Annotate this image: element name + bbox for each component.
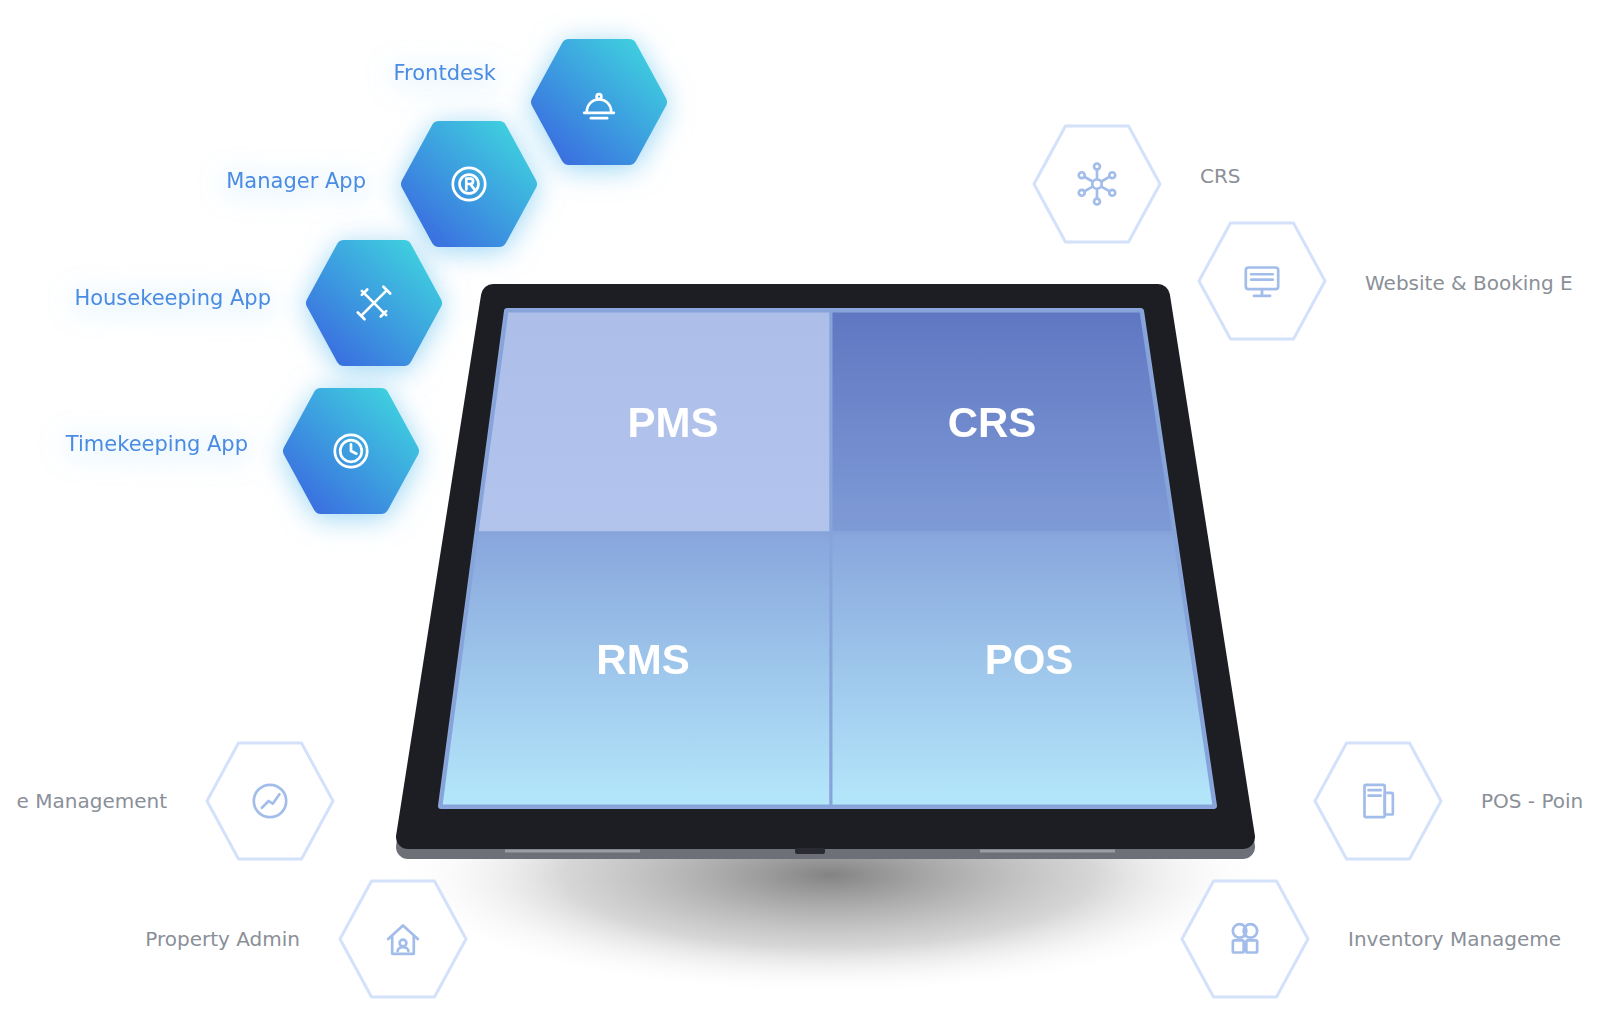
module-hexagon: CRS [1028,120,1166,248]
module-title: POS [985,636,1074,684]
hexagon-label: POS - Poin [1481,789,1583,813]
speaker-grille [980,850,1115,853]
icon-stroke [362,291,386,315]
icon-stroke [335,435,367,467]
hexagon-icon [572,75,626,129]
hexagon-icon [1070,157,1124,211]
hexagon-fill [409,129,529,239]
module-hexagon: POS - Poin [1309,737,1447,865]
app-hexagon: Timekeeping App [282,387,420,515]
module-title: RMS [596,636,689,684]
icon-stroke [1246,940,1257,952]
app-hexagon: Housekeeping App [305,239,443,367]
hexagon-icon [324,424,378,478]
hexagon-label: Website & Booking E [1365,271,1573,295]
icon-stroke [362,290,386,317]
module-hexagon: Website & Booking E [1193,217,1331,345]
hexagon-shape [1309,737,1447,865]
speaker-grille [505,850,640,853]
hexagon-fill [291,396,411,506]
icon-stroke [597,94,602,99]
icon-stroke [1096,170,1099,178]
icon-stroke [388,926,418,954]
hexagon-shape [1176,875,1314,1003]
icon-stroke [1096,190,1099,198]
app-hexagon: Frontdesk [530,38,668,166]
hexagon-outline [1315,743,1441,859]
tablet-frame [408,296,1243,837]
module-title: PMS [627,399,718,447]
screen-quadrant: RMS [441,533,831,806]
hexagon-icon [347,276,401,330]
screen-quadrant: PMS [477,311,831,533]
icon-stroke [1251,274,1273,296]
icon-stroke [460,175,479,194]
hexagon-outline [1199,223,1325,339]
hexagon-label: CRS [1200,164,1241,188]
quadrant-fill [477,311,831,533]
hexagon-label: Manager App [226,169,366,193]
icon-stroke [1365,785,1385,817]
icon-stroke [584,111,614,114]
icon-stroke [262,794,280,808]
quadrant-fill [441,533,831,806]
hexagon-fill [314,248,434,358]
icon-stroke [453,168,485,200]
icon-stroke [1369,790,1381,795]
icon-stroke [1092,179,1101,188]
hexagon-shape [530,38,668,166]
icon-stroke [1102,177,1109,181]
icon-stroke [1244,924,1258,938]
hexagon-icon [442,157,496,211]
tablet-screen [441,311,1214,806]
hexagon-icon [1235,254,1289,308]
icon-stroke [358,287,390,319]
icon-stroke [340,440,362,462]
icon-stroke [351,444,356,453]
icon-stroke [1385,793,1393,815]
hexagon-label: e Management [17,789,167,813]
quadrant-fill [831,533,1214,806]
hexagon-outline [1182,881,1308,997]
hexagon-label: Housekeeping App [74,286,271,310]
icon-stroke [254,785,286,817]
hexagon-fill [539,47,659,157]
module-hexagon: Inventory Manageme [1176,875,1314,1003]
icon-stroke [1085,177,1092,181]
screen-quadrant: CRS [831,311,1174,533]
quadrant-fill [831,311,1174,533]
hexagon-outline [340,881,466,997]
icon-stroke [398,947,409,951]
icon-stroke [400,940,407,947]
hexagon-outline [1034,126,1160,242]
icon-stroke [1233,940,1244,952]
hexagon-icon [243,774,297,828]
tablet-edge [408,306,1243,847]
module-title: CRS [948,399,1037,447]
hexagon-outline [207,743,333,859]
app-hexagon: Manager App [400,120,538,248]
hexagon-label: Property Admin [145,927,300,951]
charging-port [795,848,825,854]
icon-stroke [1246,268,1278,290]
icon-stroke [1102,187,1109,191]
hexagon-label: Timekeeping App [66,432,248,456]
hexagon-label: Inventory Manageme [1348,927,1561,951]
screen-quadrant: POS [831,533,1214,806]
icon-stroke [362,291,386,315]
hexagon-label: Frontdesk [394,61,496,85]
icon-stroke [591,117,607,120]
icon-stroke [466,179,474,190]
hexagon-icon [376,912,430,966]
icon-stroke [1085,187,1092,191]
hexagon-icon [1351,774,1405,828]
hexagon-shape [1028,120,1166,248]
hexagon-icon [1218,912,1272,966]
module-hexagon: e Management [201,737,339,865]
module-hexagon: Property Admin [334,875,472,1003]
icon-stroke [587,99,611,111]
